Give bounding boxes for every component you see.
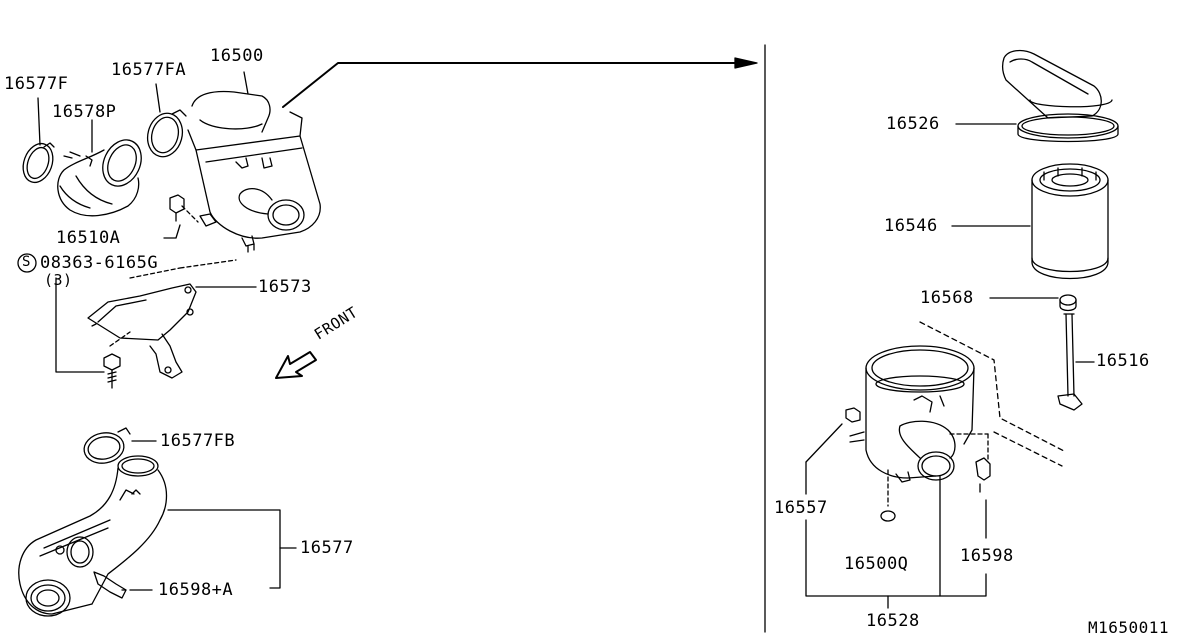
- lower-case-16528-drawing: [849, 321, 1067, 483]
- grommet-16568-drawing: [989, 294, 1077, 312]
- screw-symbol: S: [22, 254, 31, 270]
- duct-16578P-drawing: [57, 139, 142, 217]
- air-cleaner-16500-drawing: [187, 90, 321, 253]
- label-16578P: 16578P: [52, 102, 117, 122]
- sensor-16598A-drawing: [93, 571, 153, 599]
- label-16598: 16598: [960, 546, 1014, 566]
- label-16577F: 16577F: [4, 74, 69, 94]
- left-leader-lines: [37, 71, 249, 442]
- label-16510A: 16510A: [56, 228, 121, 248]
- label-16516: 16516: [1096, 351, 1150, 371]
- valve-16557-drawing: [805, 407, 861, 495]
- label-16573: 16573: [258, 277, 312, 297]
- clamp-16577F-drawing: [22, 142, 55, 184]
- bracket-16573-drawing: [87, 259, 257, 379]
- sensor-16598-drawing: [949, 433, 991, 539]
- leader-16528: [805, 475, 987, 609]
- label-16568: 16568: [920, 288, 974, 308]
- label-16500Q: 16500Q: [844, 554, 909, 574]
- wing-bolt-16516-drawing: [1057, 313, 1095, 411]
- label-16577: 16577: [300, 538, 354, 558]
- label-16577FA: 16577FA: [111, 60, 187, 80]
- clip-16500Q-drawing: [880, 469, 896, 522]
- label-16528: 16528: [866, 611, 920, 631]
- bolt-16510A-drawing: [163, 194, 217, 239]
- screw-08363-drawing: [17, 253, 121, 389]
- figure-code: M1650011: [1088, 618, 1170, 637]
- filter-element-16546-drawing: [951, 163, 1109, 280]
- top-cover-16526-drawing: [955, 49, 1119, 143]
- label-16526: 16526: [886, 114, 940, 134]
- label-screw-qty: (3): [44, 271, 73, 289]
- label-screw-08363: 08363-6165G: [40, 253, 159, 273]
- label-16598A: 16598+A: [158, 580, 234, 600]
- duct-16577-drawing: [18, 455, 297, 617]
- clamp-16577FA-drawing: [146, 109, 187, 158]
- label-16500: 16500: [210, 46, 264, 66]
- label-16577FB: 16577FB: [160, 431, 236, 451]
- label-16546: 16546: [884, 216, 938, 236]
- label-16557: 16557: [774, 498, 828, 518]
- front-arrow-icon: [275, 351, 317, 379]
- exploded-view-arrow: [282, 57, 758, 108]
- clamp-16577FB-drawing: [83, 427, 131, 464]
